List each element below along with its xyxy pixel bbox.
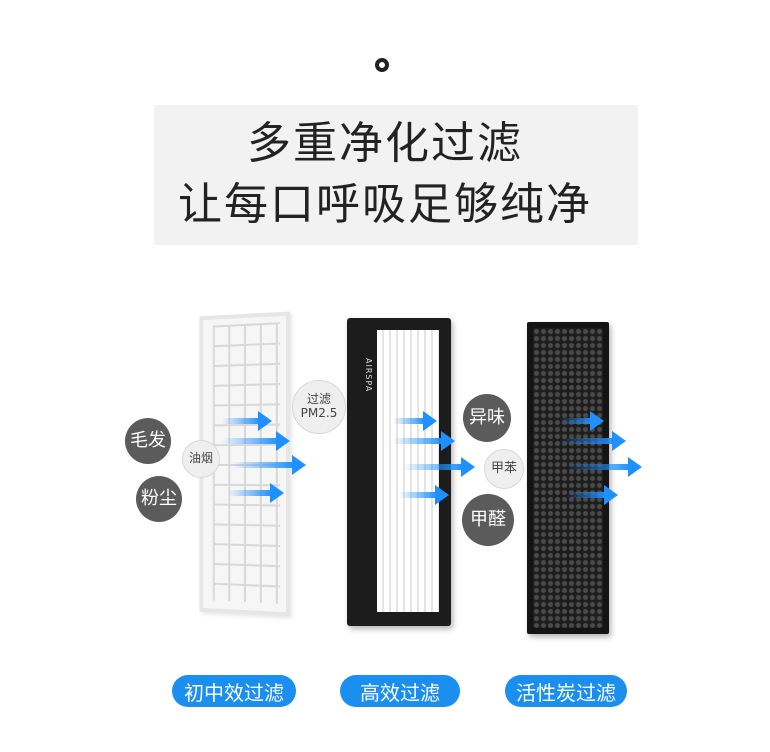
label-primary-filter: 初中效过滤: [172, 675, 296, 707]
tag-formaldehyde: 甲醛: [462, 494, 514, 546]
carbon-filter-image: [527, 322, 609, 634]
tag-pm25: 过滤 PM2.5: [292, 380, 346, 434]
tag-oil-smoke: 油烟: [182, 440, 220, 478]
arrow-icon: [560, 431, 626, 451]
label-carbon-filter: 活性炭过滤: [505, 675, 627, 707]
arrow-icon: [566, 457, 642, 477]
tag-hair: 毛发: [125, 418, 171, 464]
tag-dust: 粉尘: [136, 476, 182, 522]
arrow-icon: [222, 411, 272, 431]
headline-line-2: 让每口呼吸足够纯净: [178, 179, 592, 230]
tag-pm25-line2: PM2.5: [300, 406, 338, 420]
headline-background: [154, 105, 638, 245]
tag-odor: 异味: [463, 394, 511, 442]
label-hepa-filter: 高效过滤: [340, 675, 460, 707]
arrow-icon: [399, 485, 449, 505]
circle-icon: [375, 58, 389, 72]
hepa-filter-image: AIRSPA: [347, 318, 451, 626]
tag-toluene: 甲苯: [484, 449, 524, 489]
arrow-icon: [560, 411, 604, 431]
hepa-pleats: [377, 330, 439, 612]
carbon-honeycomb: [533, 328, 603, 628]
hepa-brand-text: AIRSPA: [364, 358, 373, 393]
arrow-icon: [222, 431, 290, 451]
arrow-icon: [232, 455, 306, 475]
arrow-icon: [393, 431, 455, 451]
arrow-icon: [228, 483, 284, 503]
headline-line-1: 多重净化过滤: [247, 118, 523, 169]
arrow-icon: [403, 457, 475, 477]
arrow-icon: [393, 411, 437, 431]
tag-pm25-line1: 过滤: [306, 392, 331, 407]
arrow-icon: [566, 485, 618, 505]
